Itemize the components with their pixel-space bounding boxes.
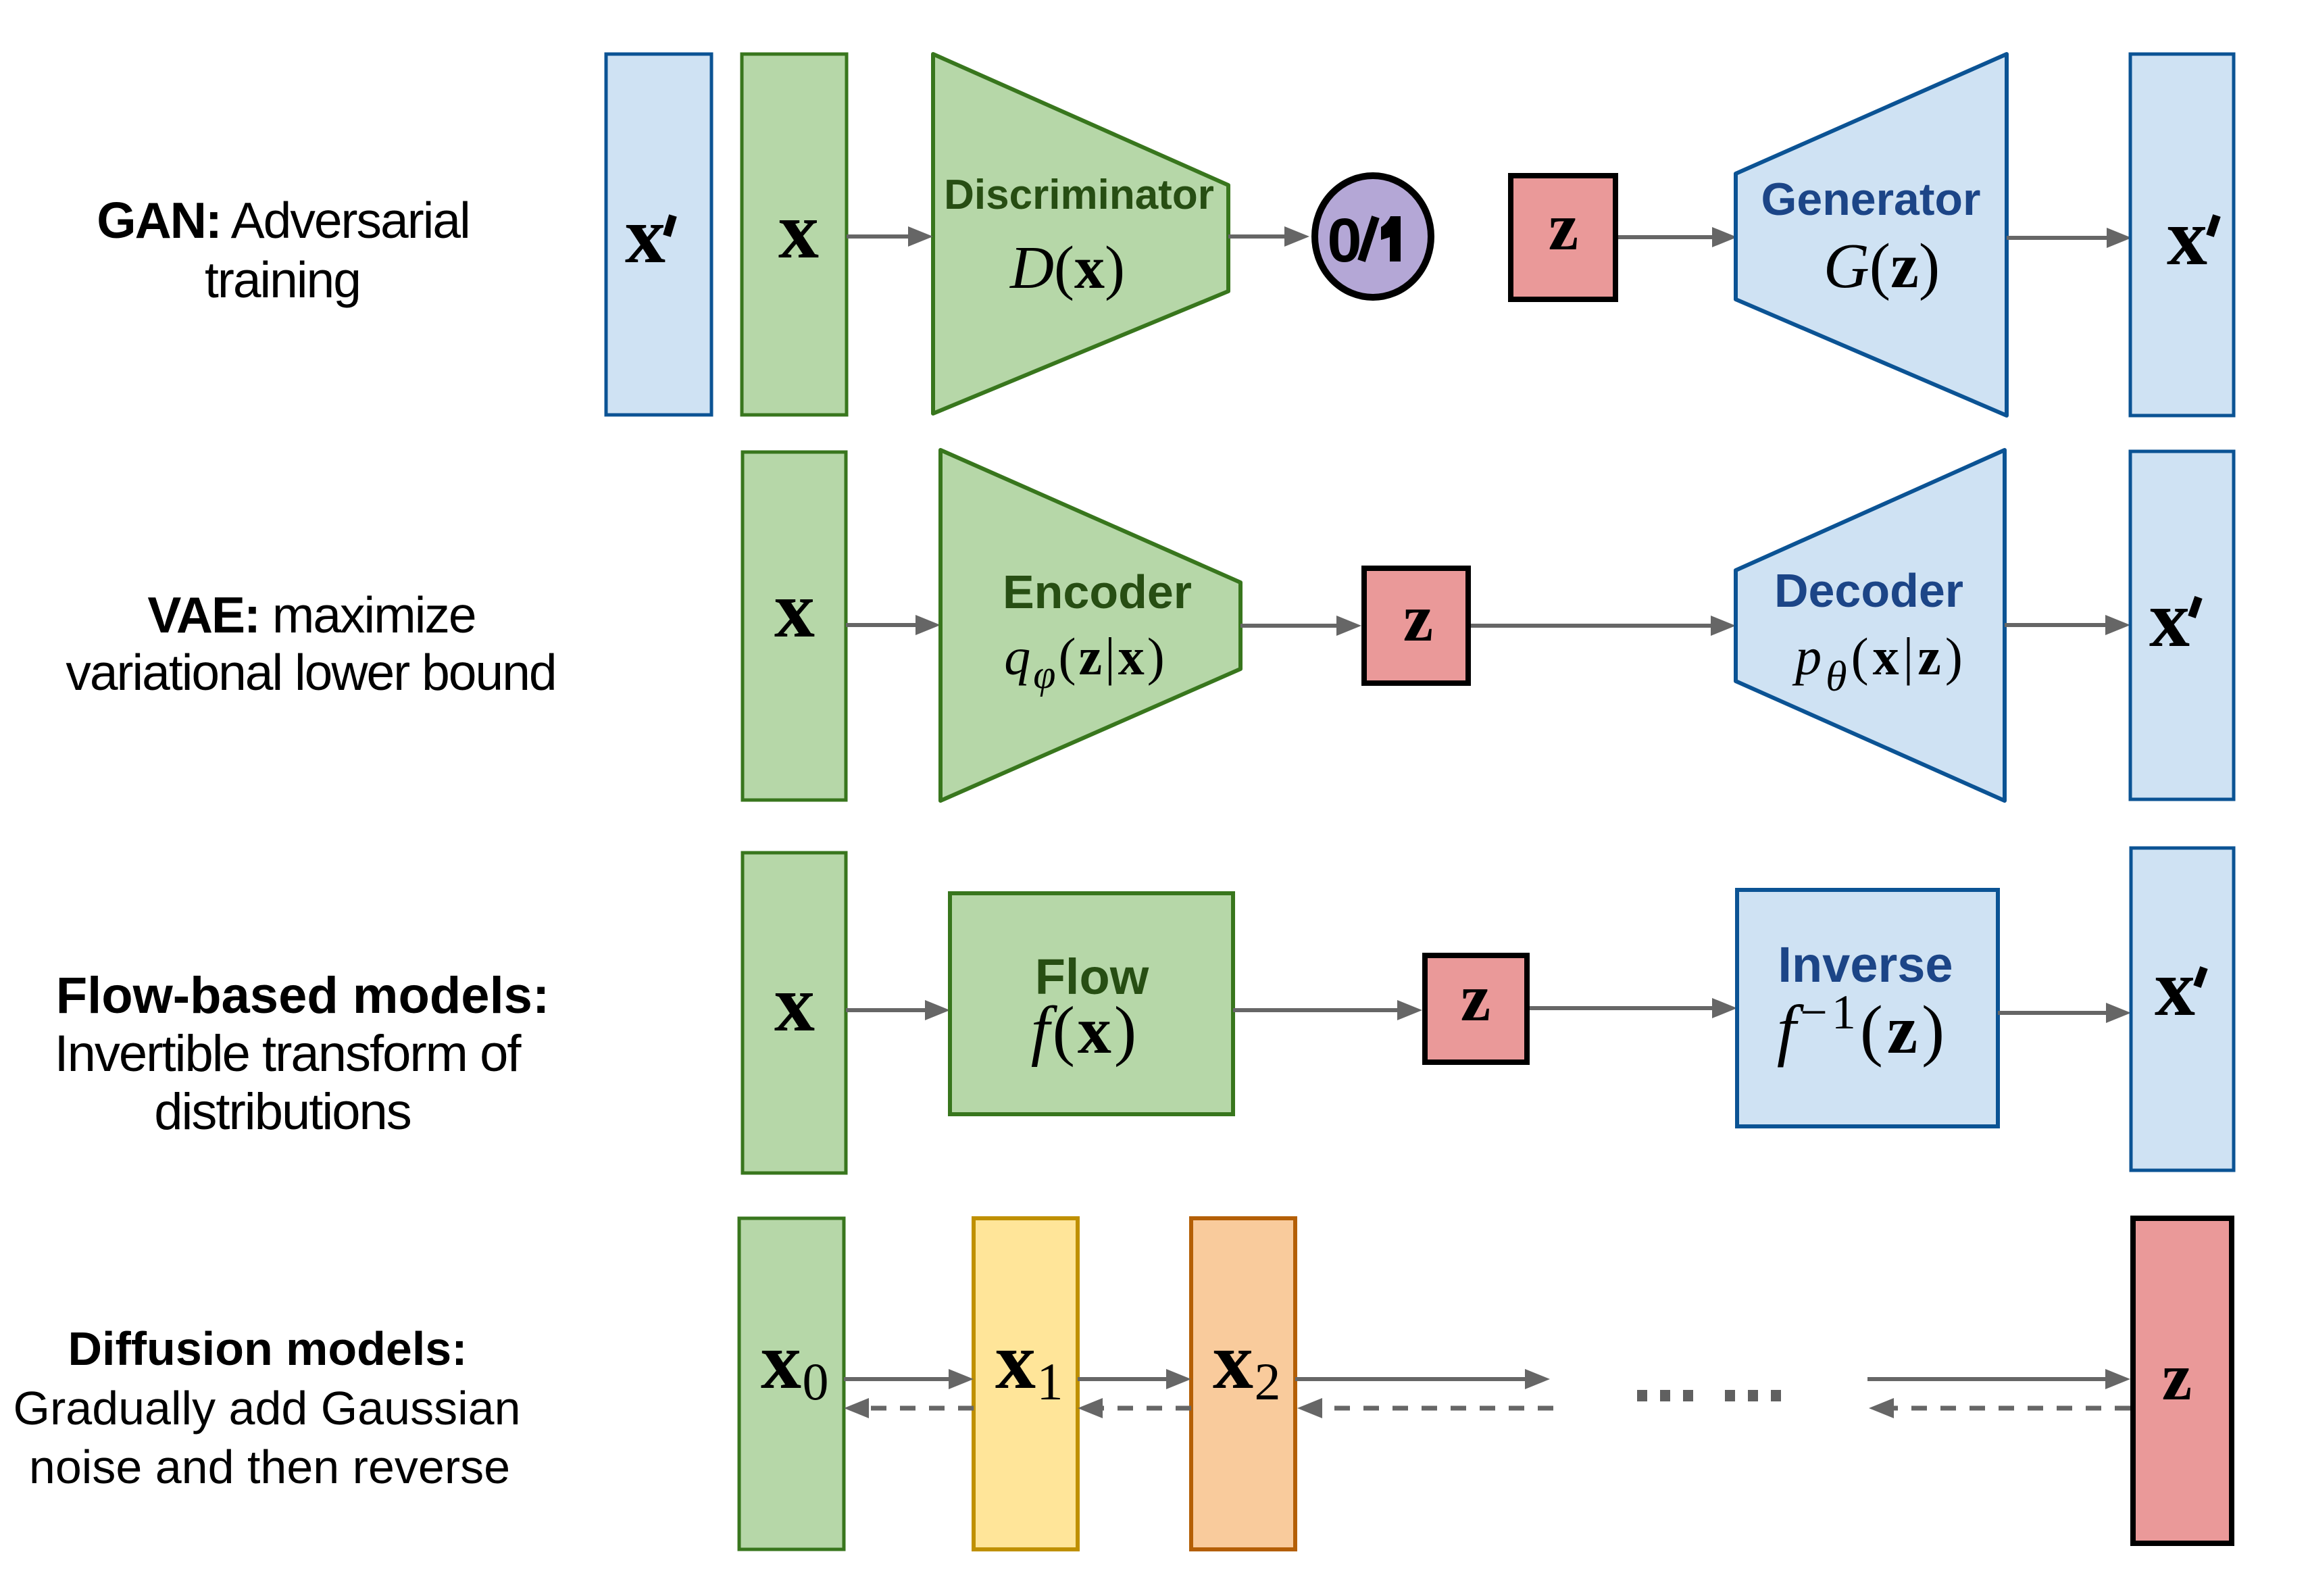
svg-text:z: z — [2162, 1339, 2192, 1414]
svg-text:z: z — [1461, 960, 1490, 1035]
svg-text:1: 1 — [1037, 1352, 1063, 1411]
svg-text:x: x — [761, 1316, 801, 1405]
svg-text:G(z): G(z) — [1824, 231, 1940, 301]
svg-text:Decoder: Decoder — [1774, 564, 1963, 617]
svg-text:Generator: Generator — [1761, 174, 1981, 225]
svg-text:Discriminator: Discriminator — [944, 172, 1214, 218]
svg-text:2: 2 — [1255, 1352, 1281, 1411]
svg-text:x: x — [1213, 1316, 1253, 1405]
svg-text:0: 0 — [1327, 206, 1361, 275]
svg-text:x: x — [774, 958, 815, 1048]
svg-text:x: x — [778, 185, 819, 275]
svg-text:Flow: Flow — [1035, 949, 1149, 1005]
svg-text:training: training — [205, 251, 360, 308]
svg-text:f(x): f(x) — [1031, 993, 1139, 1068]
svg-text:Flow-based models:: Flow-based models: — [56, 967, 550, 1024]
svg-text:z: z — [1403, 580, 1433, 655]
svg-text:x: x — [2167, 192, 2207, 282]
svg-text:Diffusion models:: Diffusion models: — [68, 1322, 467, 1375]
svg-text:x: x — [2149, 574, 2190, 664]
svg-text:Inverse: Inverse — [1778, 937, 1953, 993]
svg-text:x: x — [2155, 943, 2195, 1032]
svg-text:Encoder: Encoder — [1003, 566, 1192, 618]
svg-text:D(x): D(x) — [1009, 234, 1125, 301]
svg-text:qφ(z|x): qφ(z|x) — [1004, 627, 1167, 697]
svg-text:x: x — [995, 1316, 1036, 1405]
svg-text:noise and then reverse: noise and then reverse — [29, 1441, 510, 1493]
svg-text:x: x — [774, 564, 815, 654]
svg-text:z: z — [1549, 189, 1578, 264]
svg-text:Gradually add Gaussian: Gradually add Gaussian — [14, 1382, 521, 1435]
svg-text:variational lower bound: variational lower bound — [66, 644, 555, 701]
svg-text:VAE: maximize: VAE: maximize — [147, 587, 475, 643]
svg-text:x: x — [625, 190, 666, 280]
svg-text:GAN: Adversarial: GAN: Adversarial — [97, 192, 470, 249]
svg-text:distributions: distributions — [154, 1083, 411, 1141]
svg-text:Invertible transform of: Invertible transform of — [55, 1025, 522, 1082]
svg-text:0: 0 — [803, 1352, 829, 1411]
